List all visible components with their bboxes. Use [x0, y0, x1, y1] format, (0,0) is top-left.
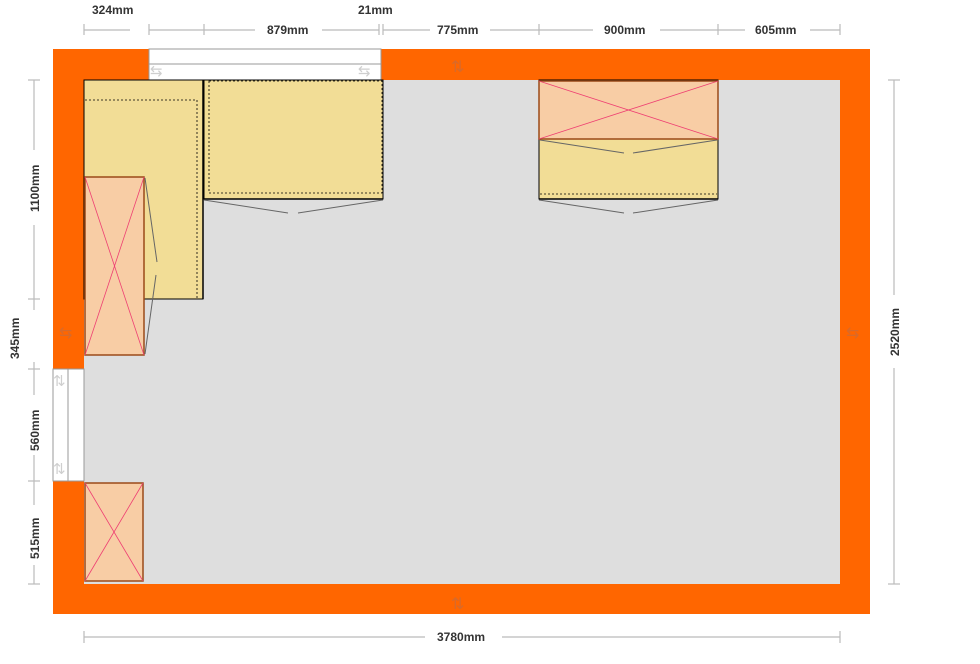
dimension-label: 345mm: [8, 318, 22, 359]
dimension-label: 324mm: [92, 3, 133, 17]
dimension-label: 515mm: [28, 518, 42, 559]
dimension-right: 2520mm: [888, 79, 902, 585]
dimension-left: 1100mm 345mm 560mm 515mm: [8, 79, 42, 585]
dimension-label: 21mm: [358, 3, 393, 17]
up-down-arrow-icon: ⇅: [451, 57, 464, 76]
appliance-top-right[interactable]: [538, 80, 719, 140]
dimension-label: 605mm: [755, 23, 796, 37]
appliance-left-bottom[interactable]: [84, 482, 144, 582]
double-arrow-icon: ⇆: [846, 323, 859, 342]
dimension-top: 324mm 879mm 21mm 775mm 900mm 605mm: [83, 3, 841, 37]
dimension-label: 1100mm: [28, 165, 42, 212]
window-left[interactable]: ⇅ ⇅: [52, 368, 85, 482]
dimension-label: 775mm: [437, 23, 478, 37]
dimension-label: 879mm: [267, 23, 308, 37]
appliance-left-tall[interactable]: [84, 176, 158, 356]
window-top-left-arrow-icon: ⇆: [150, 62, 163, 80]
dimension-bottom: 3780mm: [83, 630, 841, 644]
dimension-label: 3780mm: [437, 630, 485, 644]
top-cabinet[interactable]: [203, 79, 384, 214]
dimension-label: 2520mm: [888, 308, 902, 356]
window-top-right-arrow-icon: ⇆: [358, 62, 371, 80]
window-left-bottom-arrow-icon: ⇅: [53, 460, 66, 478]
window-top[interactable]: ⇆ ⇆: [148, 48, 382, 81]
dimension-label: 900mm: [604, 23, 645, 37]
window-left-top-arrow-icon: ⇅: [53, 372, 66, 390]
up-down-arrow-icon: ⇅: [451, 594, 464, 613]
dimension-label: 560mm: [28, 410, 42, 451]
double-arrow-icon: ⇆: [59, 323, 72, 342]
